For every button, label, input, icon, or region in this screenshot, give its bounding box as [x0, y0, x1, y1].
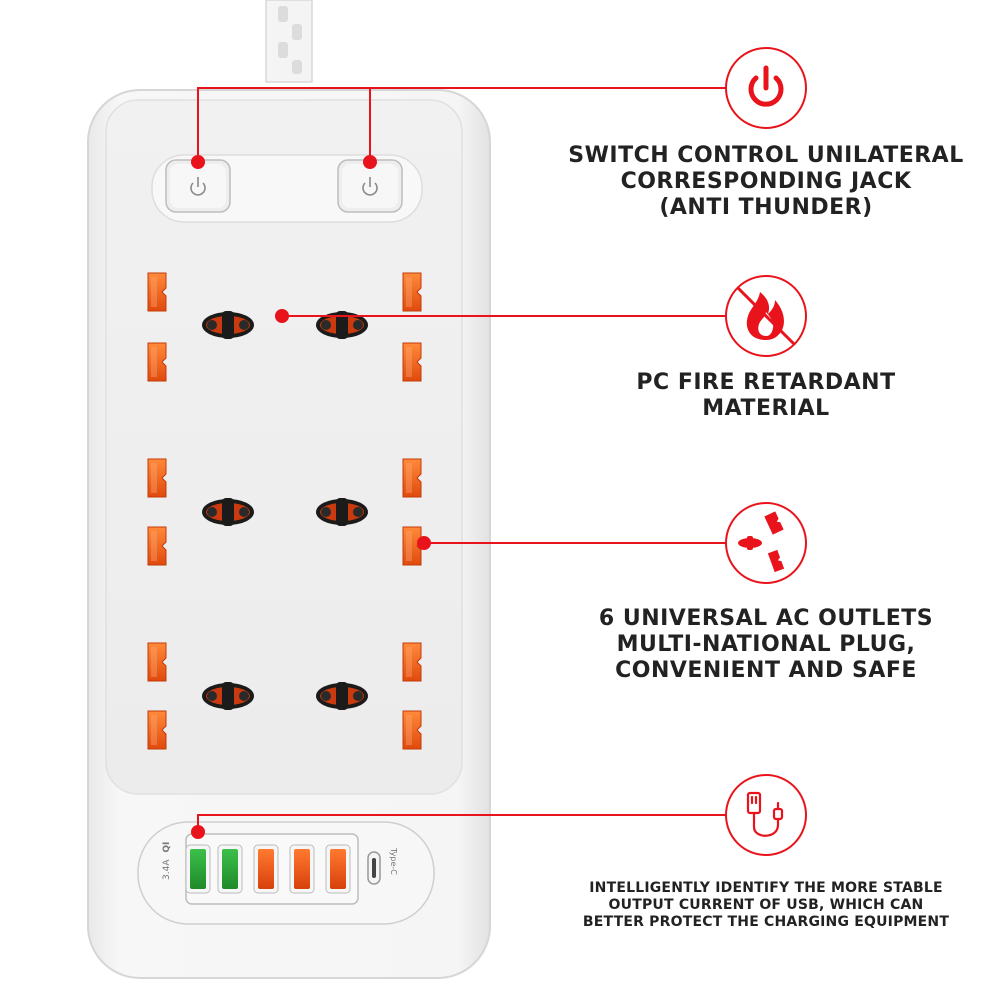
power-cord	[265, 0, 313, 83]
no-fire-icon	[725, 275, 807, 357]
power-icon	[725, 47, 807, 129]
usb-port-qc-2[interactable]	[217, 844, 243, 894]
feature-line: OUTPUT CURRENT OF USB, WHICH CAN	[608, 897, 924, 913]
qc-rating-label: 3.4A QI	[162, 842, 172, 880]
usb-cable-icon	[725, 774, 807, 856]
usb-port-qc-1[interactable]	[185, 844, 211, 894]
feature-text-outlets: 6 UNIVERSAL AC OUTLETS MULTI-NATIONAL PL…	[560, 606, 972, 684]
type-c-label: Type-C	[389, 848, 398, 875]
qc-sub-text: QI	[162, 841, 172, 853]
universal-plug-icon	[725, 502, 807, 584]
usb-port-a-3[interactable]	[325, 844, 351, 894]
callout-dots	[191, 155, 431, 839]
feature-line: CORRESPONDING JACK	[620, 169, 912, 194]
qc-current-text: 3.4A	[162, 859, 172, 880]
feature-line: INTELLIGENTLY IDENTIFY THE MORE STABLE	[589, 880, 943, 896]
feature-line: 6 UNIVERSAL AC OUTLETS	[598, 606, 934, 631]
feature-line: MULTI-NATIONAL PLUG,	[616, 632, 916, 657]
feature-line: (ANTI THUNDER)	[659, 195, 873, 220]
power-icon	[190, 177, 206, 196]
feature-line: PC FIRE RETARDANT	[636, 370, 896, 395]
feature-text-switch: SWITCH CONTROL UNILATERAL CORRESPONDING …	[560, 143, 972, 221]
usb-type-c-port[interactable]	[367, 851, 381, 885]
feature-line: MATERIAL	[702, 396, 830, 421]
feature-line: CONVENIENT AND SAFE	[615, 658, 917, 683]
feature-line: SWITCH CONTROL UNILATERAL	[568, 143, 964, 168]
switch-button-left[interactable]	[165, 159, 231, 213]
power-icon	[362, 177, 378, 196]
usb-port-a-2[interactable]	[289, 844, 315, 894]
feature-text-usb: INTELLIGENTLY IDENTIFY THE MORE STABLE O…	[560, 880, 972, 931]
feature-line: BETTER PROTECT THE CHARGING EQUIPMENT	[582, 914, 950, 930]
usb-port-a-1[interactable]	[253, 844, 279, 894]
feature-text-fire: PC FIRE RETARDANT MATERIAL	[560, 370, 972, 422]
